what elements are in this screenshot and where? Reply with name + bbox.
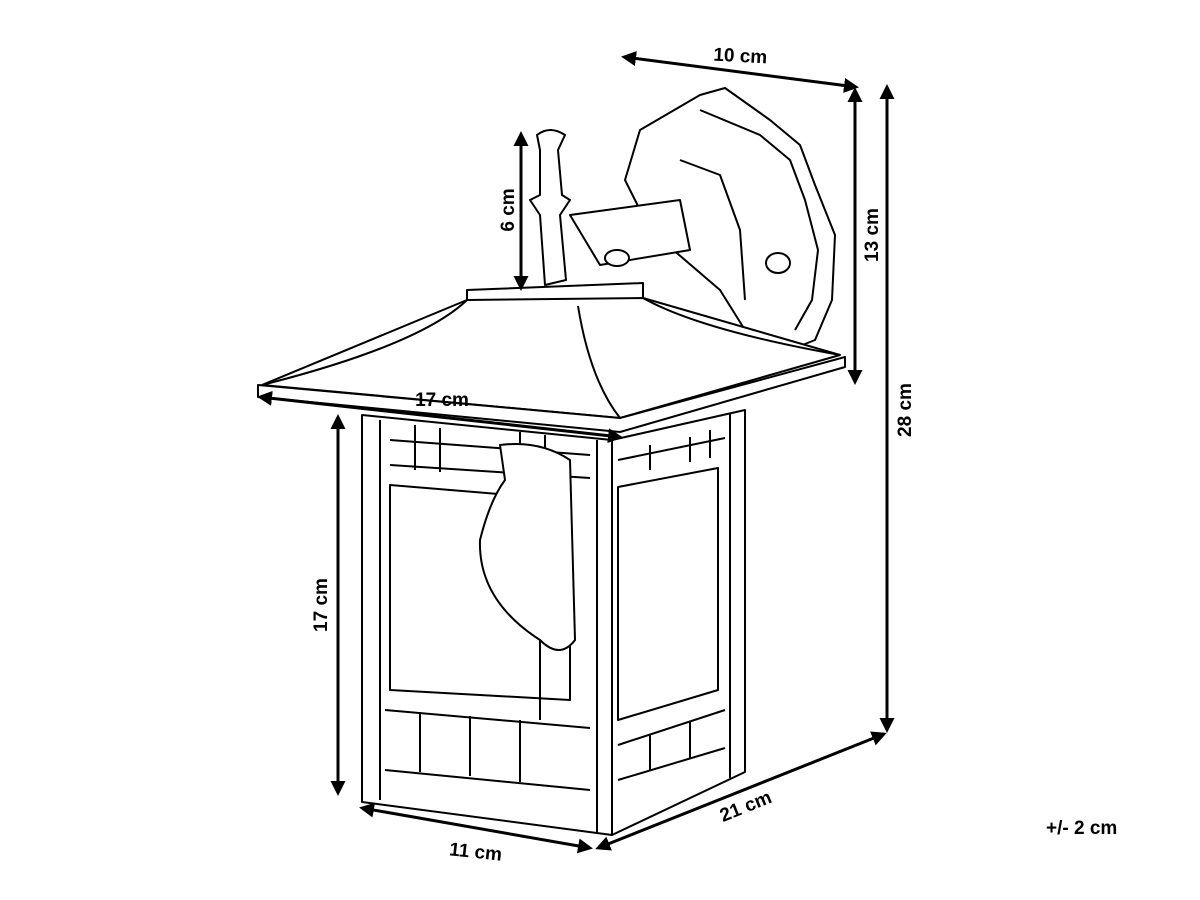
label-finial-height: 6 cm (498, 188, 519, 231)
lantern-body (361, 409, 746, 836)
finial (529, 129, 571, 286)
label-body-height: 17 cm (311, 578, 332, 632)
label-body-width: 11 cm (448, 839, 503, 865)
label-total-height: 28 cm (895, 383, 916, 437)
label-roof-width: 17 cm (415, 390, 469, 411)
dim-arrow-total-depth (595, 731, 887, 851)
dim-arrow-roof-width (257, 390, 623, 444)
dim-arrow-arm-depth (621, 51, 859, 93)
label-wall-plate-height: 13 cm (862, 208, 883, 262)
label-total-depth: 21 cm (717, 787, 775, 827)
dim-arrow-body-width (359, 802, 593, 854)
label-arm-depth: 10 cm (713, 45, 768, 69)
wall-plate (624, 87, 836, 351)
tolerance-note: +/- 2 cm (1046, 818, 1118, 839)
lantern-arm (569, 199, 691, 267)
